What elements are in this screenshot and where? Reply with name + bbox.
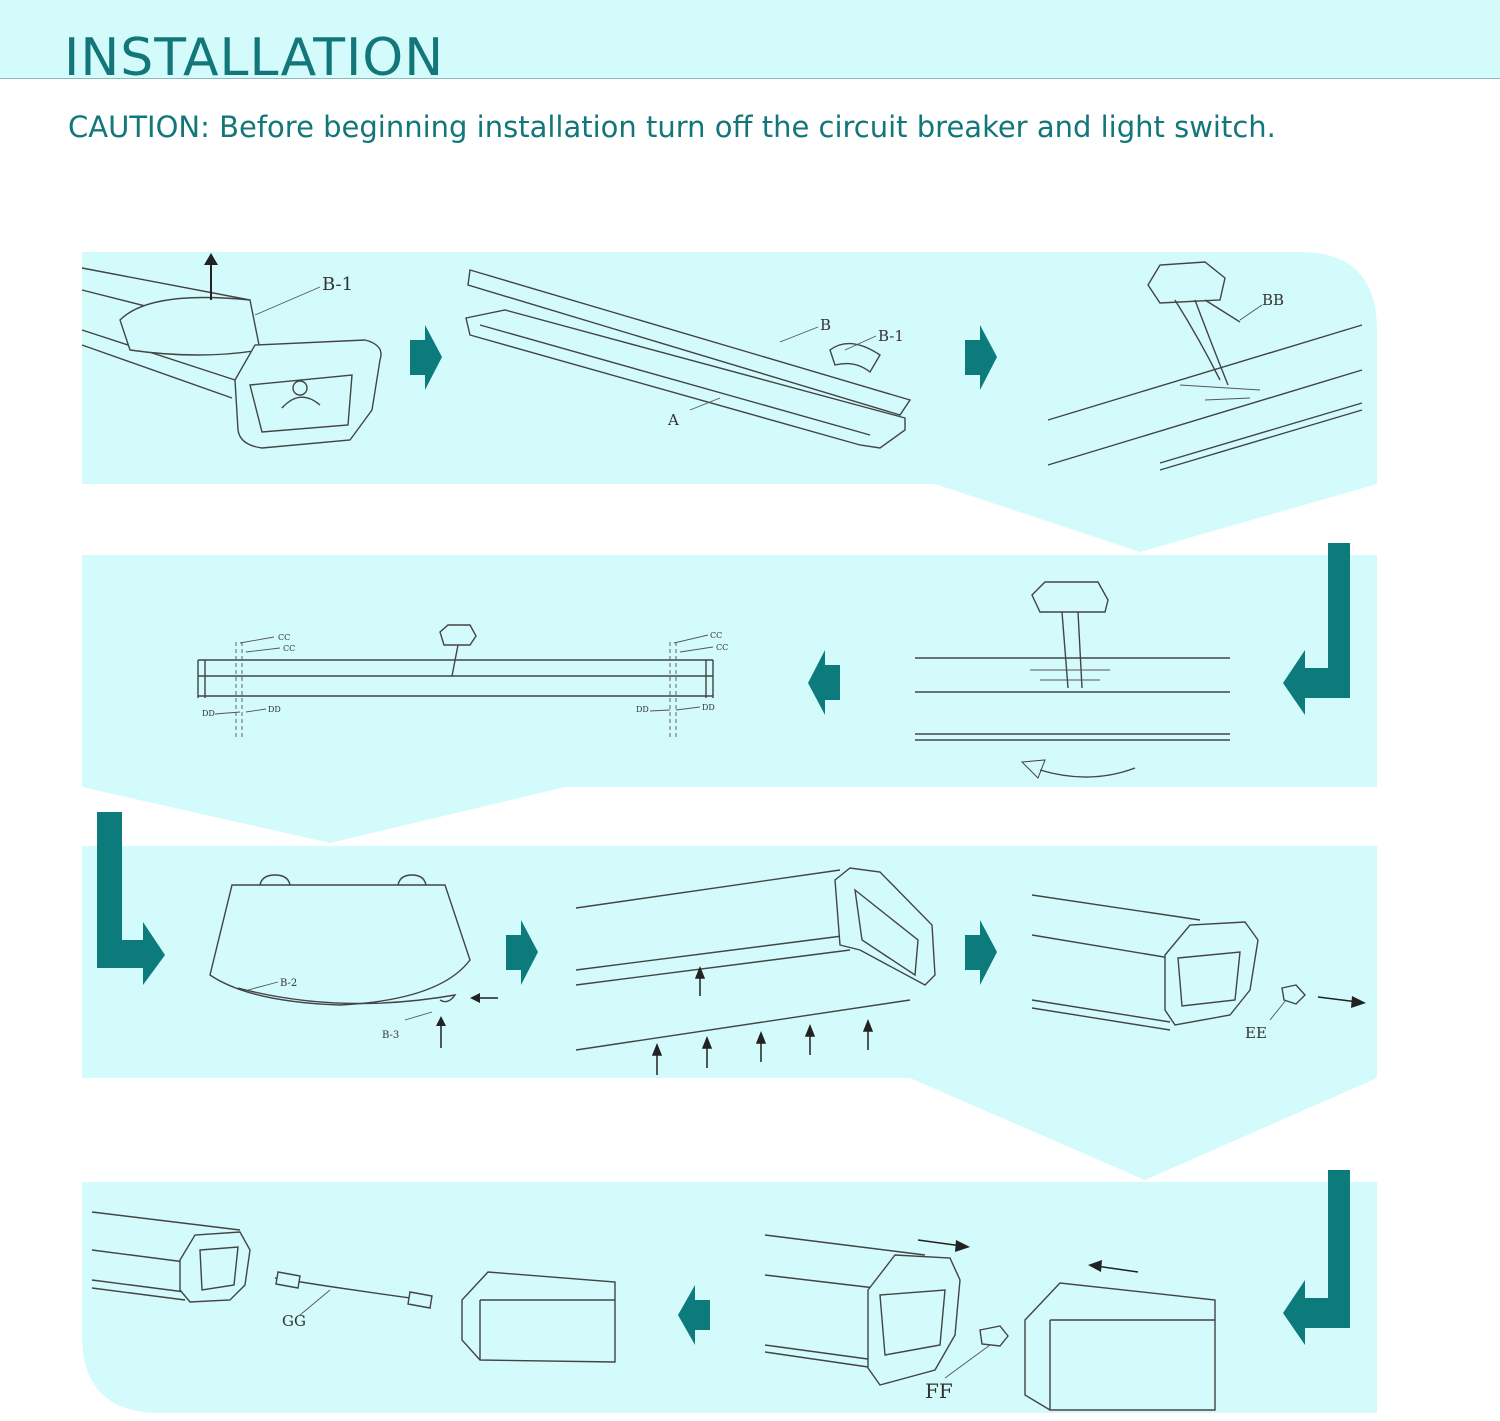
step-2-drawing: B B-1 A <box>465 269 912 449</box>
label-b2: B-2 <box>280 978 297 989</box>
label-b1-step2: B-1 <box>878 327 904 345</box>
right-arrow-icon <box>410 325 442 390</box>
label-cc-1: CC <box>278 633 290 642</box>
label-gg: GG <box>282 1312 306 1330</box>
step-7-drawing <box>575 867 936 1075</box>
label-ee: EE <box>1245 1024 1267 1042</box>
down-left-arrow-icon <box>1283 543 1350 715</box>
right-arrow-icon <box>965 920 997 985</box>
push-up-arrows <box>651 965 874 1075</box>
right-arrow-icon <box>506 920 538 985</box>
right-arrow-icon <box>965 325 997 390</box>
step-5-drawing: CC CC CC CC DD DD DD DD <box>197 624 728 738</box>
step-9-drawing: FF <box>764 1234 1216 1411</box>
page-title: INSTALLATION <box>64 28 445 88</box>
label-a: A <box>667 411 679 429</box>
label-cc-4: CC <box>716 643 728 652</box>
caution-text: CAUTION: Before beginning installation t… <box>68 110 1276 144</box>
label-b: B <box>820 316 831 334</box>
down-right-arrow-icon <box>97 812 165 985</box>
label-cc-3: CC <box>710 631 722 640</box>
label-ff: FF <box>925 1379 953 1403</box>
down-left-arrow-icon <box>1283 1170 1350 1345</box>
row-2-panel <box>82 555 1377 843</box>
header-band <box>0 0 1500 79</box>
label-b1: B-1 <box>322 274 353 295</box>
step-8-drawing: EE <box>1031 894 1366 1042</box>
label-dd-2: DD <box>268 705 281 714</box>
step-4-drawing <box>915 581 1230 779</box>
label-dd-3: DD <box>636 705 649 714</box>
label-dd-1: DD <box>202 709 215 718</box>
label-cc-2: CC <box>283 644 295 653</box>
left-arrow-icon <box>808 650 840 715</box>
step-10-drawing: GG <box>91 1211 616 1363</box>
step-6-drawing: B-2 B-3 <box>209 874 498 1048</box>
left-arrow-icon <box>678 1285 710 1345</box>
label-b3: B-3 <box>382 1030 399 1041</box>
step-1-drawing: B-1 <box>81 253 382 449</box>
label-dd-4: DD <box>702 703 715 712</box>
step-3-drawing: BB <box>1047 261 1363 471</box>
label-bb: BB <box>1262 291 1284 309</box>
